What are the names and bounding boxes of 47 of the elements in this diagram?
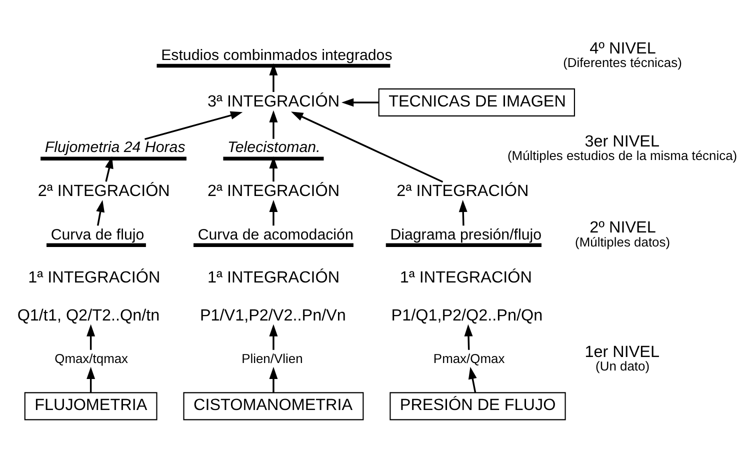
node-text: 2ª INTEGRACIÓN <box>208 181 340 200</box>
arrow <box>269 156 278 182</box>
node-text: P1/V1,P2/V2..Pn/Vn <box>200 306 346 324</box>
node-text: P1/Q1,P2/Q2..Pn/Qn <box>391 306 543 324</box>
node-text: Pmax/Qmax <box>433 350 505 366</box>
arrow <box>269 366 278 392</box>
arrow <box>291 111 444 182</box>
node-box: CISTOMANOMETRIA <box>183 392 364 420</box>
arrow <box>269 199 278 226</box>
arrow <box>269 62 278 92</box>
node-text: Telecistoman. <box>228 138 320 156</box>
label: 3er NIVEL <box>584 132 660 150</box>
node-text: Plien/Vlien <box>242 350 303 366</box>
arrow <box>86 366 96 392</box>
arrow <box>86 324 96 350</box>
node-text: 2ª INTEGRACIÓN <box>38 181 170 200</box>
label: 2º NIVEL <box>590 218 656 236</box>
node-box: FLUJOMETRIA <box>24 392 158 420</box>
node-text: Curva de flujo <box>50 226 144 243</box>
arrow <box>96 199 105 226</box>
node-text: Diagrama presión/flujo <box>390 226 542 243</box>
arrow <box>458 199 468 226</box>
label: (Diferentes técnicas) <box>563 54 682 70</box>
label: (Múltiples datos) <box>575 234 670 249</box>
arrow <box>144 110 243 140</box>
node-box: TECNICAS DE IMAGEN <box>378 88 575 116</box>
arrow <box>269 110 278 138</box>
arrow <box>464 324 473 350</box>
node-text: 3ª INTEGRACIÓN <box>208 92 340 110</box>
node-text: Q1/t1, Q2/T2..Qn/tn <box>17 306 160 324</box>
arrow <box>269 324 278 350</box>
node-text: Qmax/tqmax <box>54 350 128 366</box>
arrow <box>468 366 477 392</box>
node-text: Flujometria 24 Horas <box>44 138 186 156</box>
label: 1ª INTEGRACIÓN <box>208 268 340 286</box>
label: 1ª INTEGRACIÓN <box>28 268 160 286</box>
label: 1er NIVEL <box>584 342 660 360</box>
node-text: Estudios combinmados integrados <box>161 46 392 64</box>
node-box: PRESIÓN DE FLUJO <box>390 392 566 420</box>
arrow <box>105 156 114 182</box>
arrow <box>342 98 379 106</box>
node-text: Curva de acomodación <box>198 226 354 243</box>
label: 1ª INTEGRACIÓN <box>400 268 532 286</box>
label: 4º NIVEL <box>590 38 656 57</box>
label: (Múltiples estudios de la misma técnica) <box>507 147 738 162</box>
label: (Un dato) <box>596 358 650 374</box>
node-text: 2ª INTEGRACIÓN <box>396 181 529 200</box>
